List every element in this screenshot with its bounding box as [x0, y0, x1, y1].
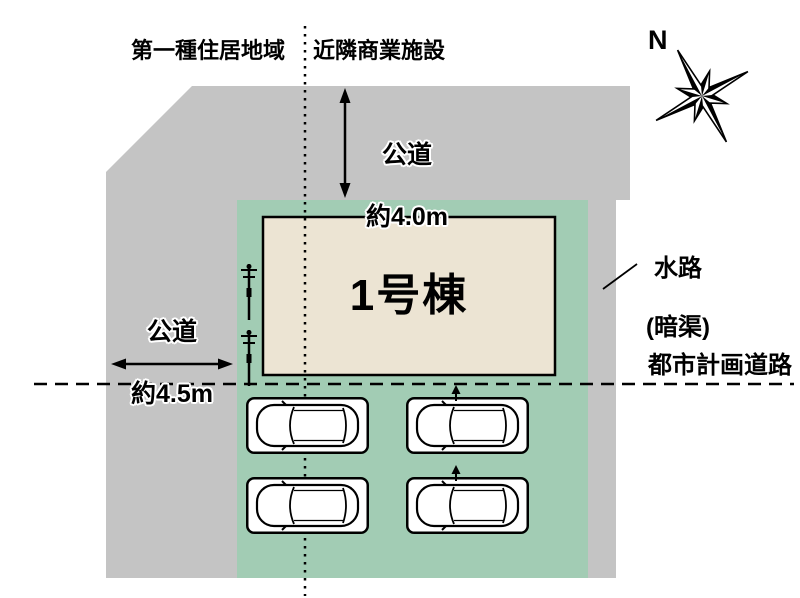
parking-car-icon: [246, 477, 369, 534]
compass-rose-icon: [655, 49, 749, 143]
zoning-label-right: 近隣商業施設: [313, 38, 446, 63]
waterway-label: 水路 (暗渠): [628, 224, 728, 343]
road-top-width: 約4.0m: [366, 203, 448, 231]
road-top-label: 公道 約4.0m: [357, 109, 457, 233]
road-top-name: 公道: [381, 141, 432, 169]
road-left-label: 公道 約4.5m: [116, 286, 228, 410]
waterway-name: 水路: [654, 254, 702, 282]
building-footprint: [261, 215, 557, 377]
parking-car-icon: [406, 397, 529, 454]
road-left-name: 公道: [146, 318, 197, 346]
road-left-width: 約4.5m: [131, 380, 213, 408]
building-label: 1号棟: [349, 271, 469, 320]
waterway-strip: [588, 200, 616, 578]
parking-car-icon: [246, 397, 369, 454]
waterway-pointer-line: [602, 263, 638, 290]
road-left-width-arrow: [111, 358, 233, 370]
planning-road-label: 都市計画道路: [648, 352, 792, 379]
parking-car-icon: [406, 477, 529, 534]
parking-direction-arrow: [451, 465, 461, 481]
parking-direction-arrow: [451, 385, 461, 401]
zoning-label-left: 第一種住居地域: [130, 38, 285, 63]
compass-north-label: N: [648, 25, 668, 55]
road-top-width-arrow: [339, 88, 351, 198]
waterway-note: (暗渠): [646, 314, 710, 342]
